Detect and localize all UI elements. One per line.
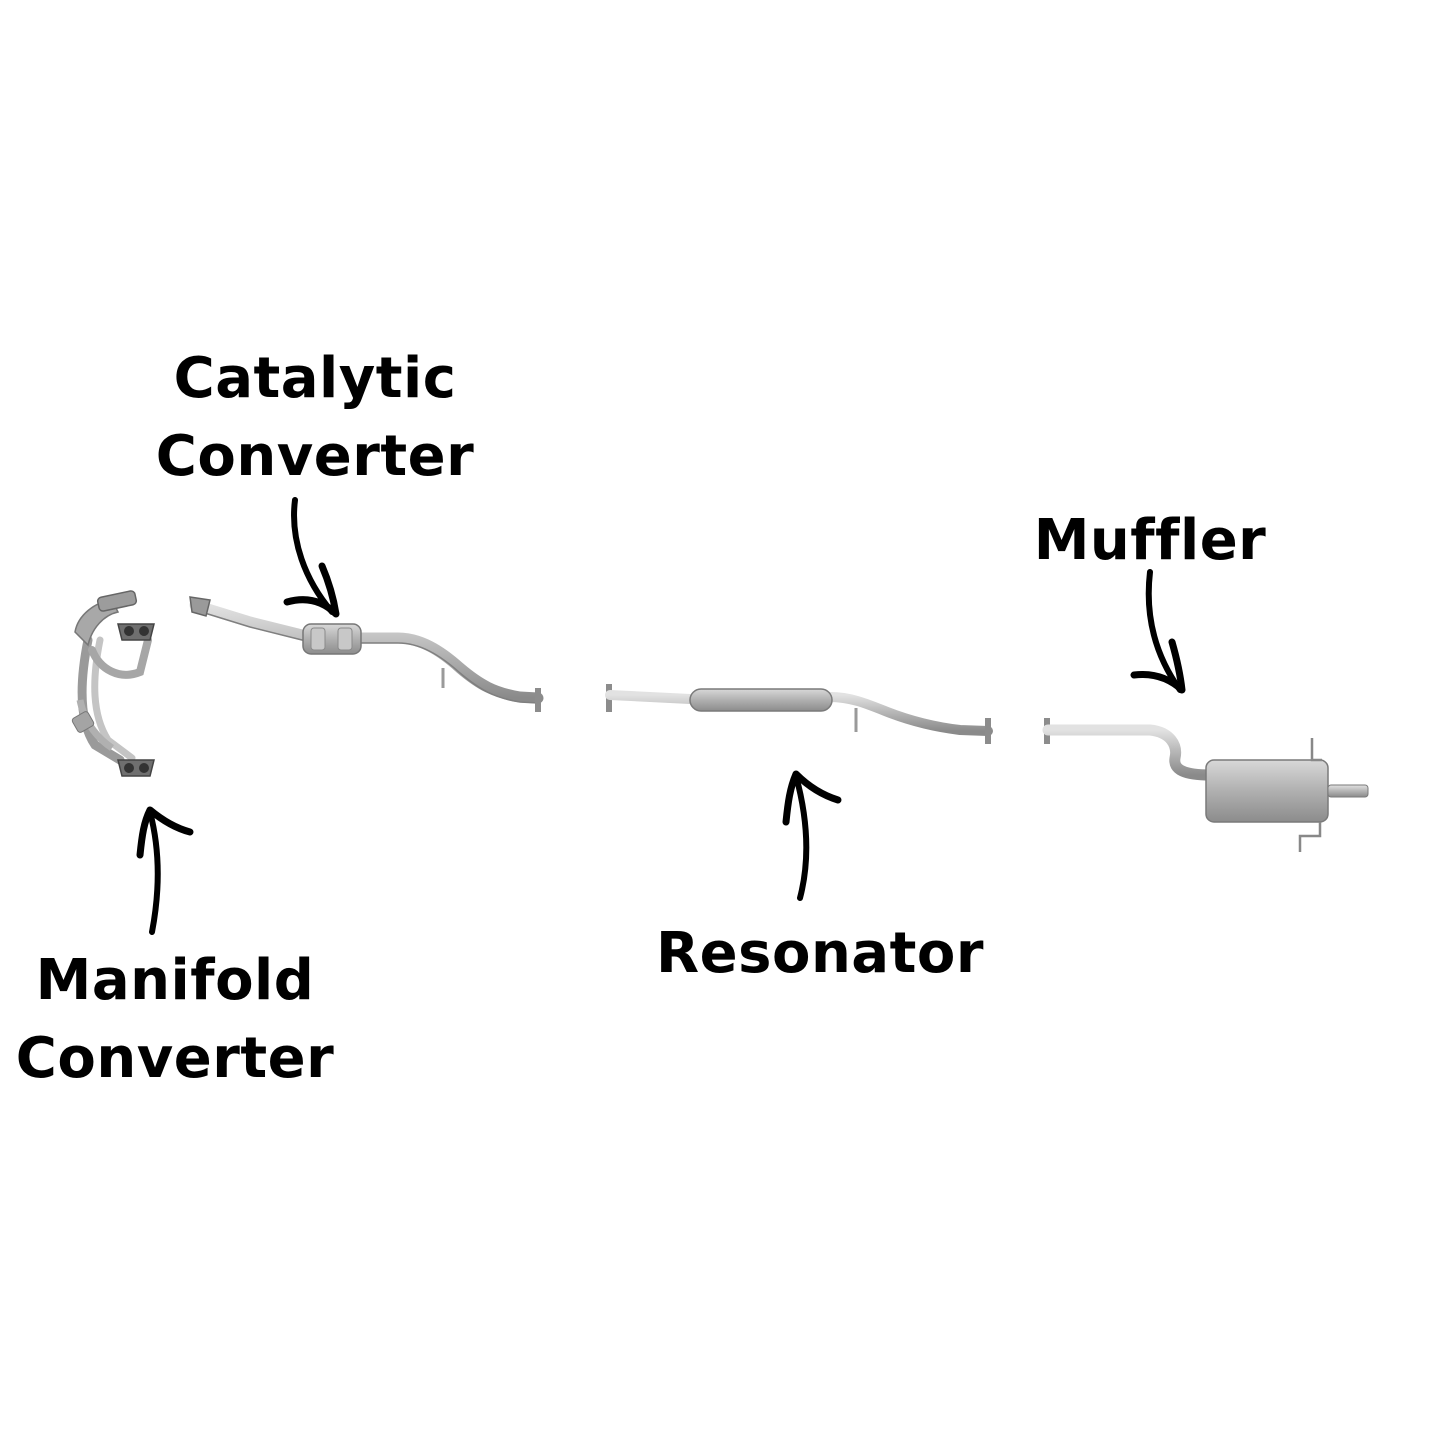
catalytic-converter-part bbox=[189, 596, 544, 712]
resonator-part bbox=[605, 684, 993, 744]
manifold-converter-arrow bbox=[136, 806, 194, 935]
manifold-converter-part bbox=[71, 590, 155, 777]
resonator-label: Resonator bbox=[640, 915, 1000, 993]
catalytic-converter-arrow bbox=[283, 497, 340, 618]
muffler-arrow bbox=[1130, 569, 1186, 694]
catalytic-converter-label-line1: Catalytic bbox=[173, 346, 457, 411]
manifold-converter-label-line2: Converter bbox=[15, 1026, 335, 1091]
muffler-label-text: Muffler bbox=[1033, 508, 1267, 573]
resonator-label-text: Resonator bbox=[656, 921, 984, 986]
muffler-label: Muffler bbox=[1020, 502, 1280, 580]
manifold-converter-label: Manifold Converter bbox=[10, 942, 340, 1098]
catalytic-converter-label: Catalytic Converter bbox=[150, 340, 480, 496]
resonator-arrow bbox=[782, 770, 842, 901]
manifold-converter-label-line1: Manifold bbox=[35, 948, 315, 1013]
muffler-part bbox=[1042, 718, 1369, 852]
catalytic-converter-label-line2: Converter bbox=[155, 424, 475, 489]
